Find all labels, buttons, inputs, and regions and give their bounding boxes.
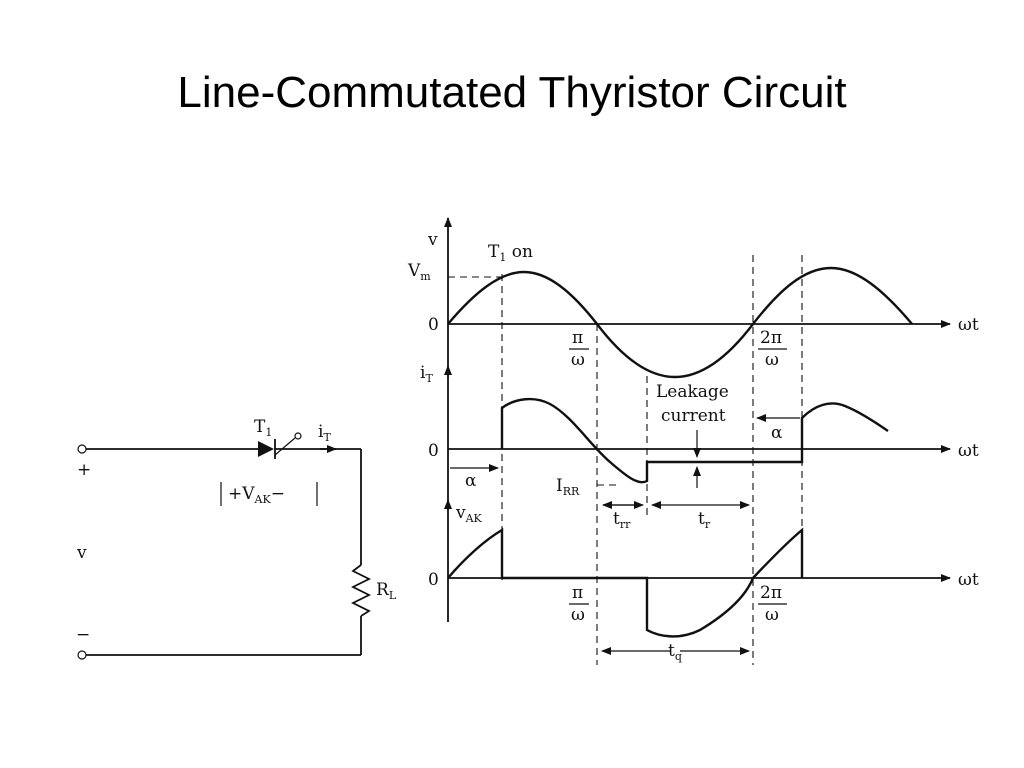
plus-sign: + (77, 460, 91, 480)
pi-num-1: π (572, 328, 583, 348)
source-label: v (76, 543, 87, 563)
source-voltage-wave (447, 266, 913, 379)
it-zero-label: 0 (428, 441, 439, 461)
thyristor-symbol (258, 432, 302, 459)
minus-sign: − (76, 625, 90, 645)
irr-label: IRR (556, 476, 580, 498)
circuit-schematic: T1 iT +VAK− + v − RL (76, 417, 397, 660)
vak-graph-labels: vAK 0 π ω 2π ω tq ωt (428, 503, 979, 663)
twopi-num-2: 2π (760, 583, 782, 603)
leakage-label-2: current (661, 406, 726, 426)
it-graph-labels: iT 0 Leakage current α α IRR trr tr ωt (420, 363, 979, 531)
alpha-label-2: α (771, 423, 783, 443)
input-terminal-bottom (77, 650, 87, 660)
vak-axis-label: vAK (455, 503, 483, 525)
pi-den-1: ω (571, 350, 585, 370)
tr-label: tr (698, 509, 711, 531)
leakage-label-1: Leakage (656, 382, 729, 402)
v-axis-label: v (427, 230, 438, 250)
resistor-symbol (350, 564, 372, 617)
waveforms (447, 266, 913, 638)
v-graph-labels: v Vm 0 T1 on π ω 2π ω ωt (407, 230, 979, 370)
annotation-arrows (450, 414, 800, 655)
thyristor-voltage-wave (447, 527, 804, 638)
twopi-den-2: ω (765, 605, 779, 625)
trr-label: trr (613, 509, 631, 531)
alpha-label: α (465, 471, 477, 491)
vak-label: +VAK− (228, 484, 285, 506)
t1-on-label: T1 on (488, 242, 533, 264)
thyristor-current-wave (500, 397, 889, 484)
v-x-axis-label: ωt (958, 315, 979, 335)
resistor-label: RL (376, 580, 397, 602)
vak-zero-label: 0 (428, 570, 439, 590)
it-axis-label: iT (420, 363, 433, 385)
thyristor-label: T1 (254, 417, 272, 439)
guide-lines (448, 255, 803, 665)
it-x-axis-label: ωt (958, 441, 979, 461)
v-zero-label: 0 (428, 315, 439, 335)
pi-num-2: π (572, 583, 583, 603)
tq-label: tq (668, 641, 682, 663)
twopi-num-1: 2π (760, 328, 782, 348)
pi-den-2: ω (571, 605, 585, 625)
input-terminal-top (77, 444, 87, 454)
twopi-den-1: ω (765, 350, 779, 370)
vm-label: Vm (407, 261, 431, 283)
vak-x-axis-label: ωt (958, 570, 979, 590)
current-label: iT (318, 422, 331, 444)
slide-title: Line-Commutated Thyristor Circuit (177, 68, 847, 117)
